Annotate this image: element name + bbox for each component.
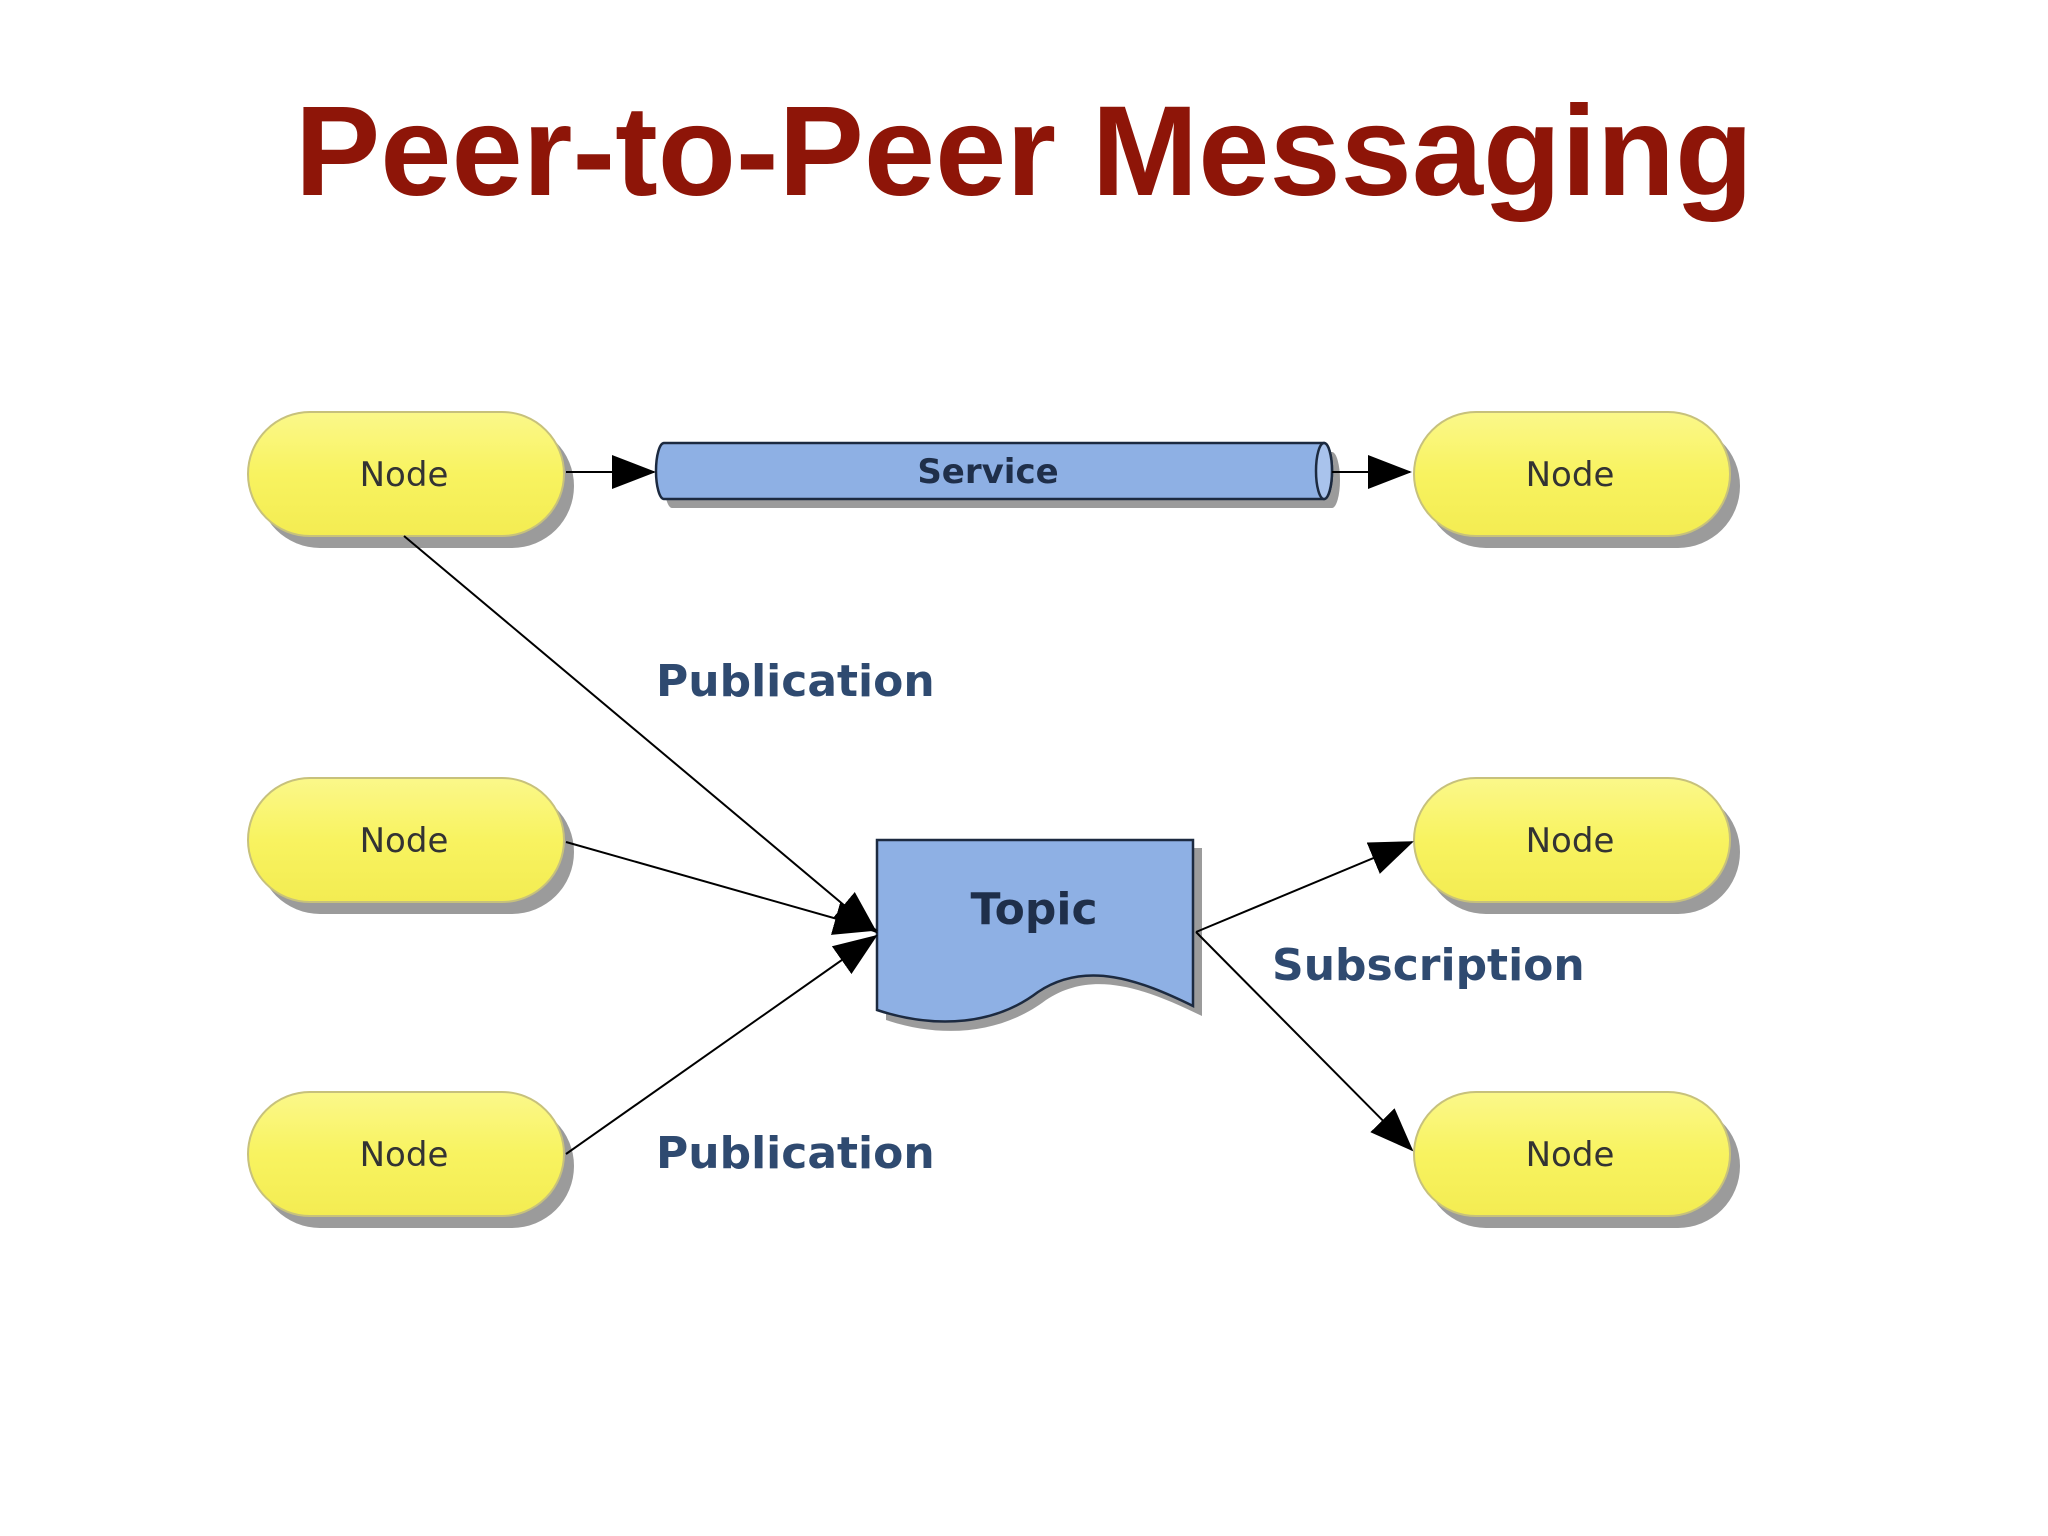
node-label: Node bbox=[360, 1135, 449, 1175]
node-bottom-right: Node bbox=[1413, 1091, 1740, 1228]
node-label: Node bbox=[1526, 455, 1615, 495]
arrow-publication-top bbox=[403, 535, 878, 934]
arrow-publication-mid bbox=[565, 841, 878, 935]
slide-title: Peer-to-Peer Messaging bbox=[294, 80, 1754, 223]
subscription-label: Subscription bbox=[1272, 940, 1585, 991]
topic-label: Topic bbox=[970, 884, 1097, 935]
node-label: Node bbox=[360, 821, 449, 861]
node-top-right: Node bbox=[1413, 411, 1740, 548]
arrow-publication-bottom bbox=[565, 934, 878, 1155]
topic-box: Topic bbox=[875, 838, 1202, 1031]
node-mid-right: Node bbox=[1413, 777, 1740, 914]
publication-label-lower: Publication bbox=[656, 1128, 935, 1179]
publication-label-upper: Publication bbox=[656, 656, 935, 707]
node-label: Node bbox=[1526, 1135, 1615, 1175]
service-channel: Service bbox=[654, 441, 1340, 508]
arrow-subscription-mid bbox=[1195, 841, 1414, 933]
node-label: Node bbox=[1526, 821, 1615, 861]
node-label: Node bbox=[360, 455, 449, 495]
service-label: Service bbox=[917, 452, 1058, 492]
node-mid-left: Node bbox=[247, 777, 574, 914]
node-bottom-left: Node bbox=[247, 1091, 574, 1228]
arrow-subscription-bottom bbox=[1195, 931, 1414, 1152]
node-top-left: Node bbox=[247, 411, 574, 548]
connectors bbox=[403, 455, 1414, 1155]
